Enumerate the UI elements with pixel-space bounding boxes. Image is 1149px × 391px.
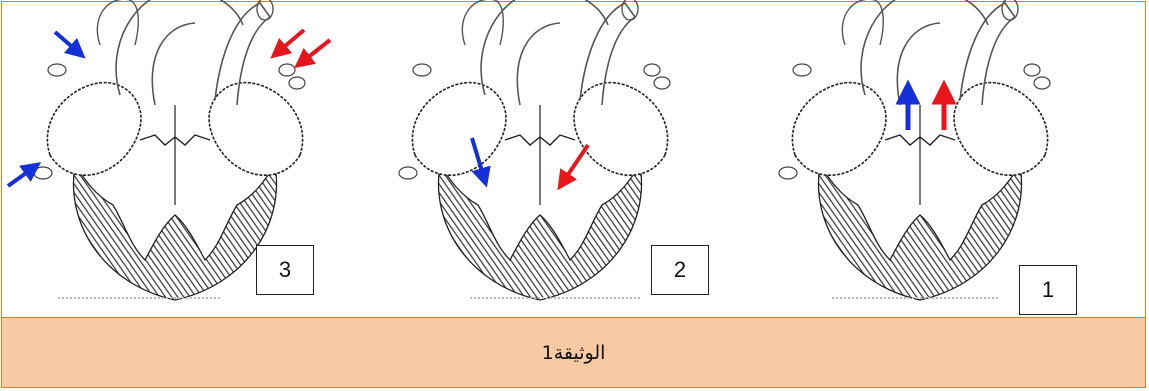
blue-arrow-icon xyxy=(6,162,42,188)
panel-number-2: 2 xyxy=(651,245,709,295)
heart-figure-2 xyxy=(398,0,671,301)
panel-number-3: 3 xyxy=(256,245,314,295)
blue-arrow-icon xyxy=(53,30,86,59)
red-arrow-icon xyxy=(294,38,332,69)
heart-diagrams xyxy=(6,0,1051,301)
blue-arrow-icon xyxy=(470,137,491,188)
document-caption: الوثيقة1 xyxy=(2,317,1145,387)
red-arrow-icon xyxy=(557,143,590,191)
panel-number-1: 1 xyxy=(1019,265,1077,315)
red-arrow-icon xyxy=(270,28,306,59)
heart-figure-1 xyxy=(778,0,1051,301)
